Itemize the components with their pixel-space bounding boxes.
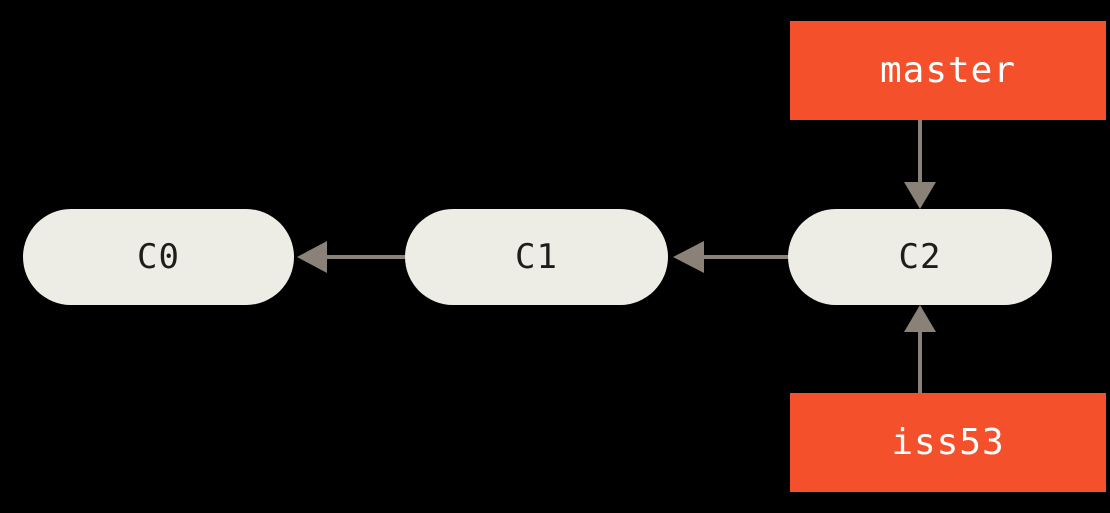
commit-node-c0-label: C0 (137, 237, 180, 277)
branch-label-master[interactable]: master (790, 21, 1106, 120)
edge-c2-to-c1 (673, 241, 788, 273)
edge-iss53-to-c2 (904, 305, 936, 393)
branch-label-iss53-text: iss53 (891, 421, 1005, 463)
edge-master-to-c2 (904, 120, 936, 209)
branch-label-iss53[interactable]: iss53 (790, 393, 1106, 492)
commit-node-c1-label: C1 (515, 237, 558, 277)
branch-label-master-text: master (879, 49, 1017, 91)
commit-node-c2-label: C2 (898, 237, 942, 277)
commit-node-c1[interactable]: C1 (405, 209, 668, 305)
edge-c1-to-c0 (297, 241, 405, 273)
commit-node-c2[interactable]: C2 (788, 209, 1052, 305)
commit-node-c0[interactable]: C0 (23, 209, 294, 305)
